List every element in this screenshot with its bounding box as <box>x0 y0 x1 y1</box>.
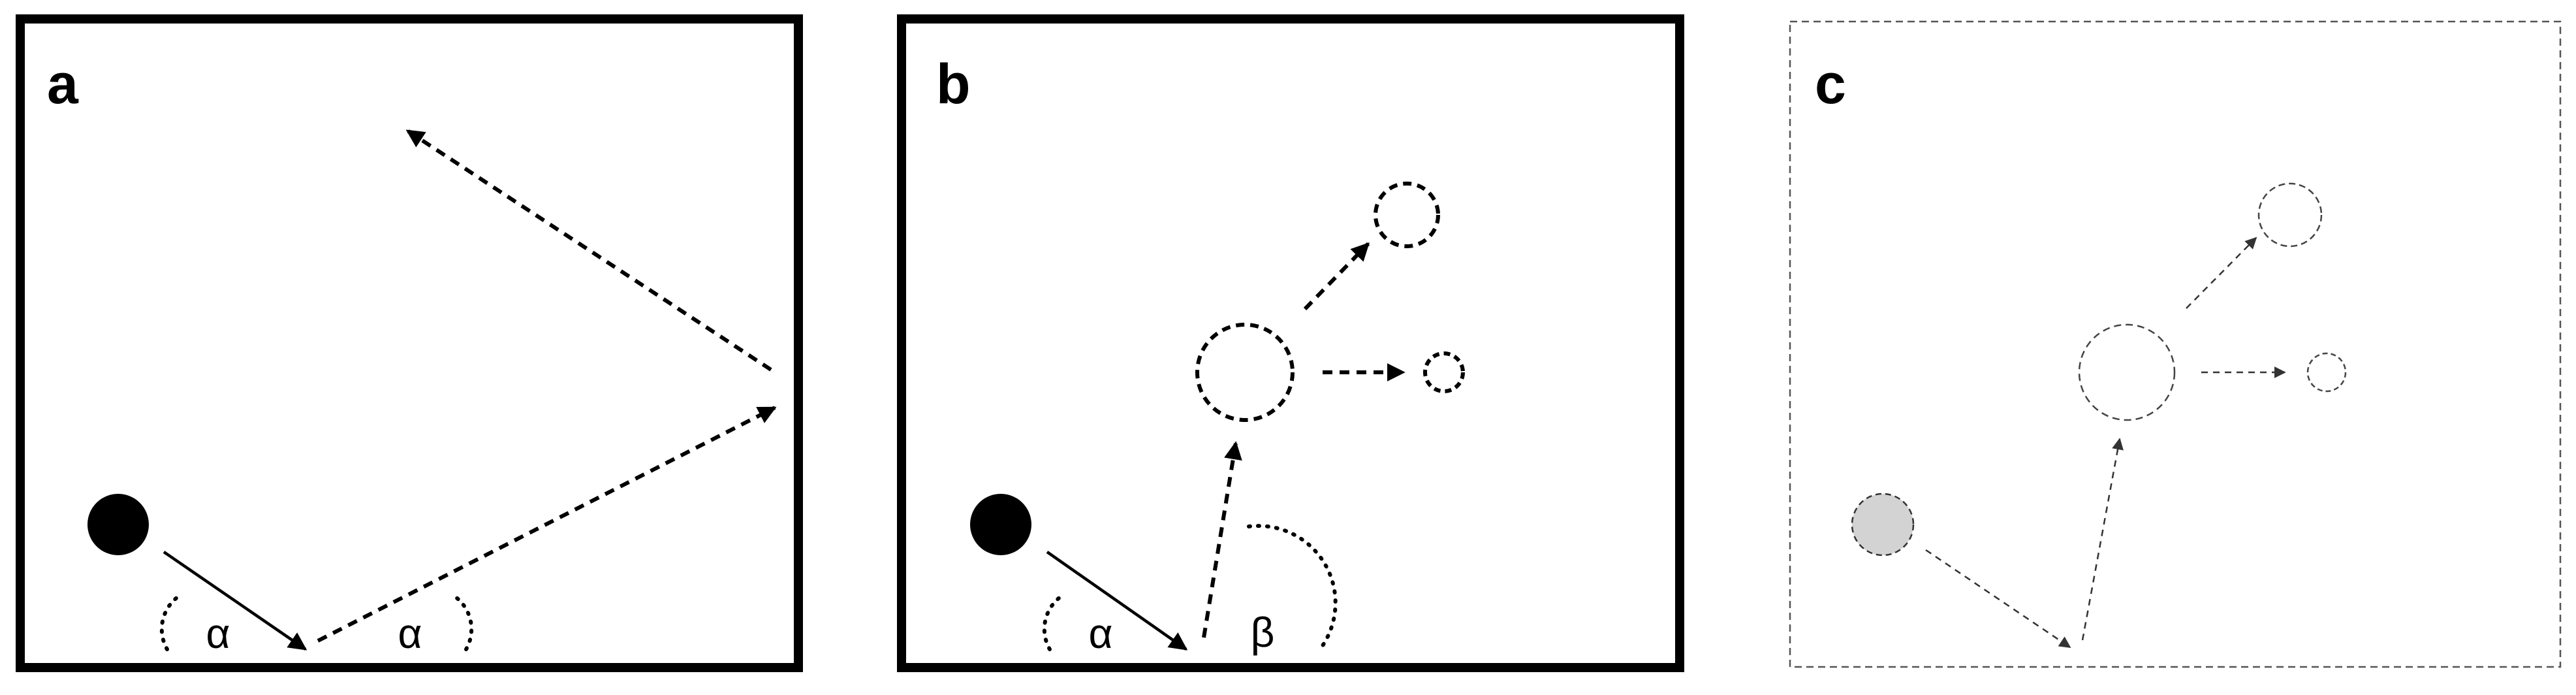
panel-a-label: a <box>47 53 79 116</box>
panel-b-frame <box>897 14 1684 672</box>
panel-b-label: b <box>936 53 971 116</box>
incident-angle-arc <box>159 592 183 651</box>
reflected-path-arrow <box>317 406 777 643</box>
incident-angle-label: α <box>1089 610 1113 657</box>
incident-angle-label: α <box>206 610 230 657</box>
incident-path-arrow <box>1925 549 2071 649</box>
fragment-small-icon <box>1423 351 1465 393</box>
incident-angle-arc <box>1042 592 1066 651</box>
panel-c-label: c <box>1815 53 1846 116</box>
incident-path-arrow <box>1046 551 1188 651</box>
fragment-up-arrow <box>2186 236 2257 309</box>
ball-icon <box>970 494 1031 555</box>
outgoing-path-arrow <box>2081 438 2124 641</box>
fragment-top-icon <box>2257 182 2323 248</box>
panel-c: c <box>1789 20 2562 668</box>
reflected-angle-arc <box>450 592 474 651</box>
panel-a: a α α <box>16 14 803 672</box>
fragment-large-icon <box>1195 323 1295 422</box>
panel-a-frame <box>16 14 803 672</box>
reflected-angle-label: α <box>398 610 422 657</box>
outgoing-angle-label: β <box>1251 609 1275 656</box>
second-bounce-arrow <box>405 129 772 372</box>
fragment-top-icon <box>1374 182 1440 248</box>
fragment-up-arrow <box>1303 242 1370 311</box>
outgoing-path-arrow <box>1202 441 1242 638</box>
ghost-ball-icon <box>1851 493 1915 557</box>
panel-c-frame <box>1789 20 2562 668</box>
panel-b: b α β <box>897 14 1684 672</box>
fragment-large-icon <box>2078 323 2176 421</box>
ball-icon <box>87 494 149 555</box>
fragment-small-icon <box>2306 352 2347 393</box>
outgoing-angle-arc <box>1247 524 1338 651</box>
incident-path-arrow <box>163 551 307 651</box>
